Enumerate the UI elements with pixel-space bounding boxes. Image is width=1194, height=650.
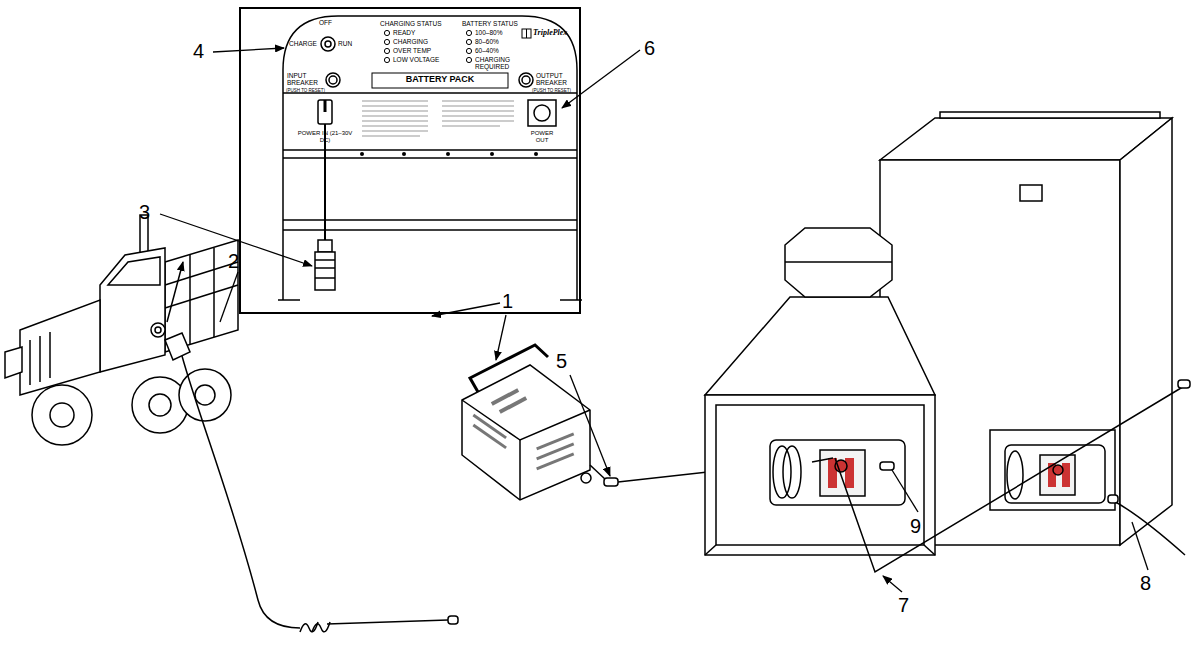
callout-number: 8: [1140, 572, 1151, 594]
callout-number: 6: [644, 37, 655, 59]
switch-label: CHARGE: [289, 40, 317, 47]
brand-logo: TriplePlex: [533, 29, 567, 38]
callout-number: 7: [898, 594, 909, 616]
status-item: 60–40%: [475, 47, 499, 54]
status-heading: CHARGING STATUS: [380, 20, 442, 27]
switch-label: OFF: [319, 19, 332, 26]
panel-title: BATTERY PACK: [372, 75, 508, 85]
breaker-label: INPUT BREAKER: [287, 72, 323, 86]
switch-label: RUN: [338, 40, 352, 47]
callout-number: 9: [910, 515, 921, 537]
breaker-note: (PUSH TO RESET): [286, 89, 325, 94]
battery-pack-panel: [240, 8, 582, 313]
breaker-note: (PUSH TO RESET): [532, 89, 571, 94]
status-item: 100–80%: [475, 29, 502, 36]
status-item: CHARGING REQUIRED: [475, 56, 519, 70]
breaker-label: OUTPUT BREAKER: [536, 72, 572, 86]
status-item: OVER TEMP: [393, 47, 431, 54]
callout-number: 5: [556, 350, 567, 372]
callout-number: 4: [193, 40, 204, 62]
status-item: CHARGING: [393, 38, 428, 45]
status-heading: BATTERY STATUS: [462, 20, 518, 27]
callout-number: 3: [139, 201, 150, 223]
status-item: 80–60%: [475, 38, 499, 45]
callout-number: 1: [502, 290, 513, 312]
connector-label: POWER IN (21–30V DC): [296, 130, 354, 143]
container: [705, 228, 1190, 572]
leader-lines: [160, 48, 1148, 592]
power-converter: [462, 345, 591, 500]
callout-number: 2: [228, 250, 239, 272]
status-item: READY: [393, 29, 415, 36]
connector-label: POWER OUT: [527, 130, 557, 143]
vehicle-cable: [151, 262, 458, 632]
status-item: LOW VOLTAGE: [393, 56, 439, 63]
truck-illustration: [5, 215, 238, 445]
